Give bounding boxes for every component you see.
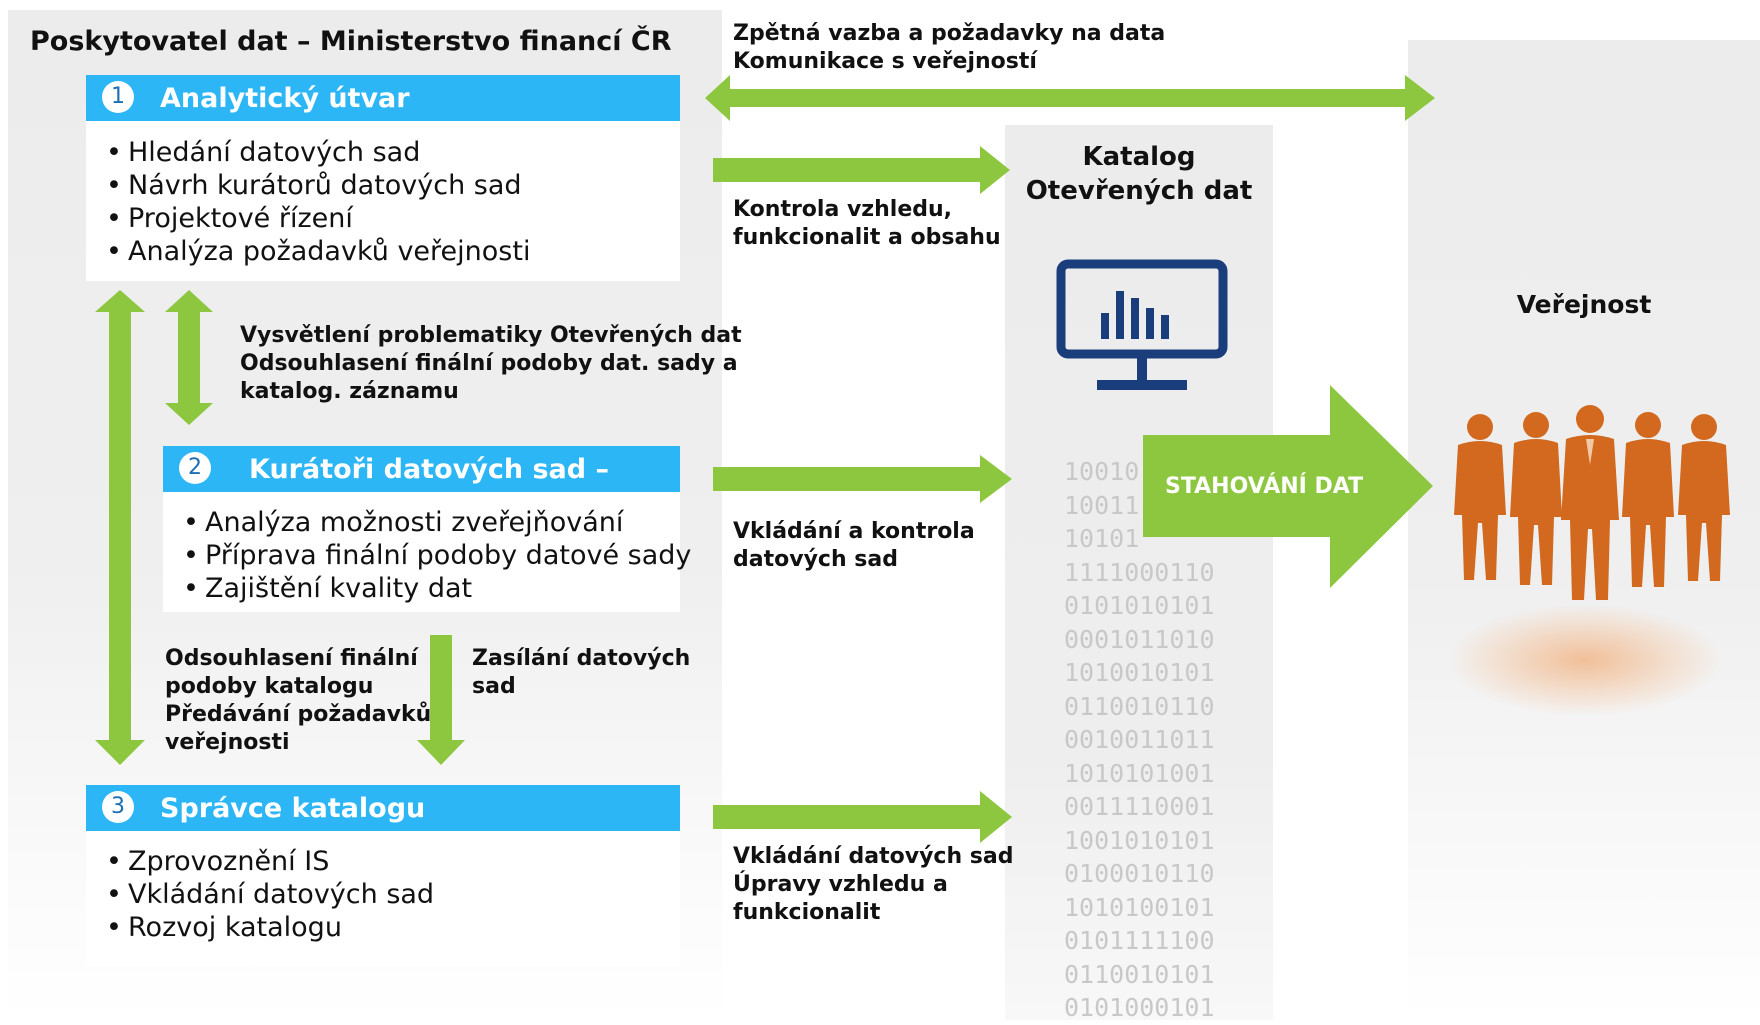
- explanation-label-line: Vysvětlení problematiky Otevřených dat: [240, 323, 742, 348]
- person-figure: [1678, 414, 1730, 581]
- download-label: STAHOVÁNÍ DAT: [1165, 474, 1364, 499]
- section-2-number: 2: [179, 451, 211, 484]
- binary-line: 0101000101: [1064, 993, 1215, 1022]
- section-1-item: Projektové řízení: [106, 202, 680, 235]
- download-arrow-cover: [1143, 435, 1343, 537]
- section-1-title: Analytický útvar: [160, 82, 410, 114]
- section-3-body: Zprovoznění IS Vkládání datových sad Roz…: [86, 831, 680, 966]
- binary-line: 0010011011: [1064, 725, 1215, 754]
- explanation-label-line: Odsouhlasení finální podoby dat. sady a: [240, 351, 738, 376]
- section-3-item: Zprovoznění IS: [106, 845, 680, 878]
- sending-down-arrow: [417, 635, 465, 765]
- binary-line: 0011110001: [1064, 792, 1215, 821]
- binary-line: 0001011010: [1064, 624, 1215, 654]
- binary-line: 10101: [1064, 524, 1140, 553]
- section-3-title: Správce katalogu: [160, 792, 426, 824]
- control-label-line: Kontrola vzhledu,: [733, 197, 953, 222]
- public-title: Veřejnost: [1516, 290, 1652, 319]
- section-1-header: 1 Analytický útvar: [86, 75, 680, 121]
- binary-line: 1001010101: [1064, 825, 1215, 855]
- section-1-item: Návrh kurátorů datových sad: [106, 169, 680, 202]
- binary-line: 0101010101: [1064, 591, 1215, 620]
- section-1-number: 1: [102, 80, 134, 113]
- control-label-line: funkcionalit a obsahu: [733, 225, 1001, 250]
- feedback-label: Zpětná vazba a požadavky na data Komunik…: [733, 20, 1165, 76]
- approval-label-line: Předávání požadavků: [165, 702, 432, 727]
- section-3-header: 3 Správce katalogu: [86, 785, 680, 831]
- binary-line: 10011: [1064, 490, 1140, 520]
- person-figure: [1510, 412, 1562, 585]
- explanation-label: Vysvětlení problematiky Otevřených dat O…: [240, 322, 742, 406]
- feedback-label-line: Zpětná vazba a požadavky na data: [733, 21, 1166, 46]
- binary-line: 0110010110: [1064, 691, 1215, 721]
- approval-label: Odsouhlasení finální podoby katalogu Pře…: [165, 645, 431, 757]
- person-figure: [1561, 405, 1619, 600]
- feedback-label-line: Komunikace s veřejností: [733, 49, 1037, 74]
- section-3-item: Rozvoj katalogu: [106, 911, 680, 944]
- explanation-label-line: katalog. záznamu: [240, 379, 459, 404]
- provider-title: Poskytovatel dat – Ministerstvo financí …: [30, 26, 672, 57]
- sending-label-line: Zasílání datových: [472, 646, 691, 671]
- control-arrow: [713, 146, 1010, 194]
- binary-line: 0110010101: [1064, 959, 1215, 989]
- monitor-icon: [1056, 259, 1228, 390]
- sending-label: Zasílání datových sad: [472, 645, 690, 701]
- long-vertical-double-arrow: [95, 290, 145, 765]
- insert-arrow: [713, 791, 1012, 843]
- binary-line: 1010100101: [1064, 892, 1215, 922]
- section-2-body: Analýza možnosti zveřejňování Příprava f…: [163, 492, 691, 612]
- binary-line: 1111000110: [1064, 557, 1215, 587]
- insert-control-arrow: [713, 455, 1012, 503]
- section-2-item: Zajištění kvality dat: [183, 572, 680, 605]
- section-1-item: Analýza požadavků veřejnosti: [106, 235, 680, 268]
- person-figure: [1454, 414, 1506, 580]
- binary-line: 10010: [1064, 457, 1140, 486]
- feedback-double-arrow: [705, 75, 1435, 121]
- public-people-icon: [1454, 405, 1730, 600]
- catalog-panel: [1005, 125, 1273, 1020]
- insert-control-label: Vkládání a kontrola datových sad: [733, 518, 975, 574]
- insert-label-line: funkcionalit: [733, 900, 881, 925]
- section-1-body: Hledání datových sad Návrh kurátorů dato…: [86, 121, 680, 281]
- control-label: Kontrola vzhledu, funkcionalit a obsahu: [733, 196, 1001, 252]
- catalog-title-line: Katalog: [1082, 142, 1196, 172]
- section-1-item: Hledání datových sad: [106, 136, 680, 169]
- section-2-item: Příprava finální podoby datové sady: [183, 539, 691, 572]
- insert-label-line: Úpravy vzhledu a: [733, 872, 948, 897]
- approval-label-line: Odsouhlasení finální: [165, 646, 418, 671]
- section-2-item: Analýza možnosti zveřejňování: [183, 506, 680, 539]
- crowd-shadow: [1450, 605, 1720, 715]
- sending-label-line: sad: [472, 674, 516, 699]
- approval-label-line: podoby katalogu: [165, 674, 374, 699]
- insert-control-label-line: datových sad: [733, 547, 898, 572]
- catalog-title-line: Otevřených dat: [1025, 176, 1253, 206]
- insert-control-label-line: Vkládání a kontrola: [733, 519, 975, 544]
- binary-line: 1010101001: [1064, 758, 1215, 788]
- catalog-title: Katalog Otevřených dat: [1005, 140, 1273, 208]
- person-figure: [1622, 412, 1674, 587]
- binary-line: 1010010101: [1064, 658, 1215, 687]
- section-3-number: 3: [102, 790, 134, 823]
- approval-label-line: veřejnosti: [165, 730, 290, 755]
- short-vertical-double-arrow: [165, 290, 213, 425]
- binary-line: 0100010110: [1064, 859, 1215, 888]
- insert-label: Vkládání datových sad Úpravy vzhledu a f…: [733, 843, 1013, 927]
- section-3-item: Vkládání datových sad: [106, 878, 680, 911]
- binary-stream: 10010 10011 10101 1111000110 0101010101 …: [1064, 455, 1264, 1025]
- insert-label-line: Vkládání datových sad: [733, 844, 1014, 869]
- binary-line: 0101111100: [1064, 926, 1215, 955]
